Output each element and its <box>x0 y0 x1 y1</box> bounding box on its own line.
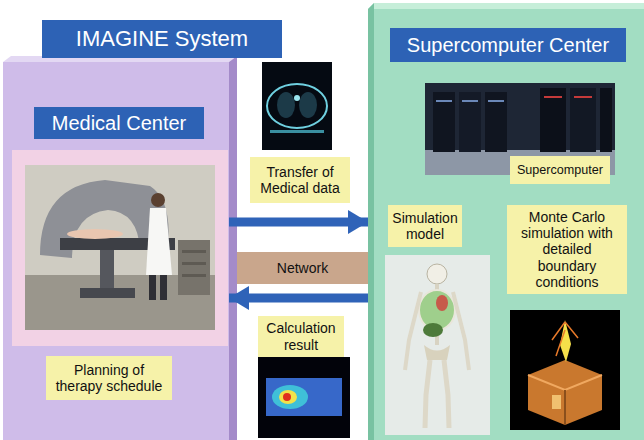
box-label: Calculation result <box>263 320 339 352</box>
flow-arrow <box>229 294 368 303</box>
network-band: Network <box>237 252 368 284</box>
site-panel: Supercomputer CenterSupercomputerSimulat… <box>368 3 644 440</box>
title-box: IMAGINE System <box>42 20 282 58</box>
treatment-photo <box>12 150 228 346</box>
box-label: Transfer of Medical data <box>255 164 345 196</box>
box-label: Network <box>277 260 328 276</box>
dose-result-image <box>258 357 350 438</box>
phantom-simulation <box>510 310 620 430</box>
supercomputer-panel-shape <box>368 3 644 440</box>
process-box: Transfer of Medical data <box>250 157 350 203</box>
site-panel: Medical CenterPlanning of therapy schedu… <box>3 62 229 440</box>
site-heading: Supercomputer Center <box>390 28 626 62</box>
label-box: Monte Carlo simulation with detailed bou… <box>507 205 627 294</box>
label-box: Simulation model <box>388 205 462 247</box>
label-box: Supercomputer <box>510 156 610 184</box>
ct-image <box>262 62 332 150</box>
box-label: Simulation model <box>392 210 457 242</box>
box-label: Planning of therapy schedule <box>51 362 167 394</box>
box-label: Monte Carlo simulation with detailed bou… <box>512 209 622 289</box>
box-label: Supercomputer <box>517 163 603 177</box>
site-heading: Medical Center <box>34 107 204 139</box>
human-body-model <box>385 255 490 435</box>
flow-arrow <box>229 218 368 227</box>
process-box: Planning of therapy schedule <box>46 356 172 400</box>
medical-panel-shape <box>3 56 237 440</box>
process-box: Calculation result <box>258 316 344 357</box>
